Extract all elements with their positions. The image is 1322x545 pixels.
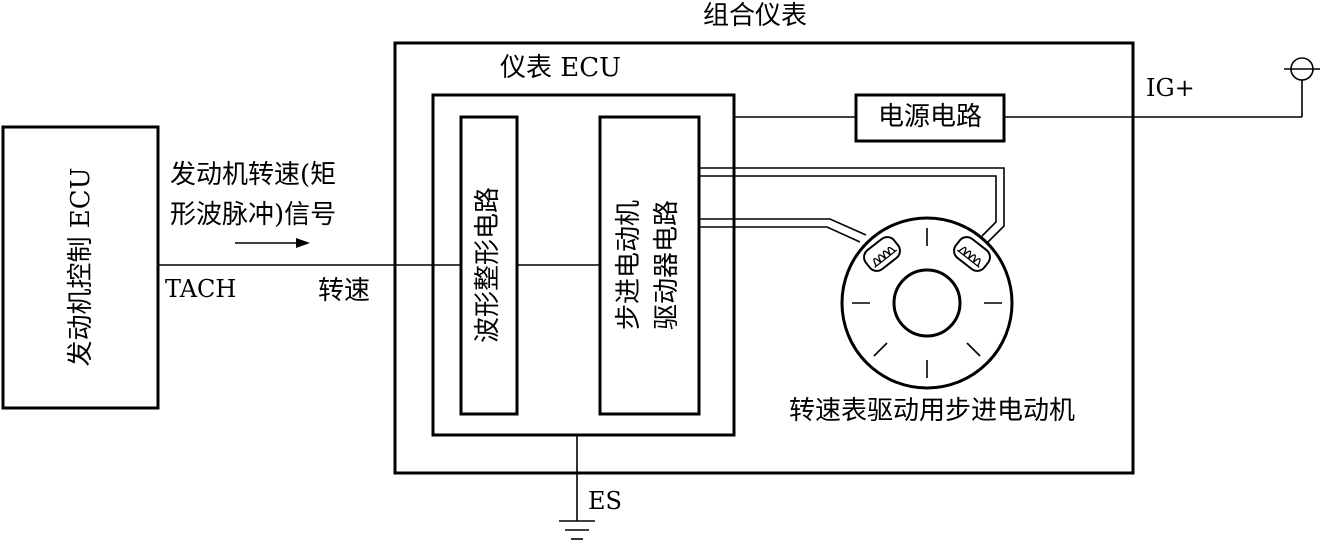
combination-meter-box [393, 41, 1135, 475]
signal-direction-arrowhead [296, 238, 310, 248]
stepper-coil-right-icon [953, 236, 991, 272]
stepper-motor-rotor [892, 268, 962, 338]
diagram-title: 组合仪表 [703, 1, 807, 31]
stepper-coil-left-icon [863, 236, 901, 272]
coil-left-wire-b [699, 226, 861, 243]
ignition-label: IG+ [1146, 74, 1195, 102]
power-circuit-label: 电源电路 [878, 102, 982, 132]
stepper-motor [840, 216, 1014, 390]
signal-description-line2: 形波脉冲)信号 [170, 200, 336, 230]
stepper-driver-label-line1: 步进电动机 [614, 200, 644, 330]
signal-description-line1: 发动机转速(矩 [170, 160, 336, 190]
tach-pin-label: TACH [165, 275, 236, 303]
engine-ecu-label: 发动机控制 ECU [66, 167, 96, 366]
stepper-motor-stator [840, 216, 1014, 390]
stepper-driver-label-line2: 驱动器电路 [652, 200, 682, 330]
waveform-shaping-circuit-label: 波形整形电路 [473, 187, 503, 343]
power-circuit-box [854, 93, 1006, 143]
meter-ecu-label: 仪表 ECU [500, 53, 621, 83]
stator-tooth-lower-right [966, 342, 981, 357]
coil-right-wire-b [699, 175, 997, 237]
speed-wire-label: 转速 [318, 276, 370, 306]
coil-left-wire-a [699, 218, 867, 236]
ground-label: ES [588, 487, 622, 515]
engine-ecu-box [1, 125, 160, 410]
stepper-motor-label: 转速表驱动用步进电动机 [789, 396, 1075, 426]
coil-right-wire-a [699, 167, 1005, 243]
stator-tooth-lower-left [873, 342, 888, 357]
stepper-driver-circuit-box [598, 115, 701, 416]
